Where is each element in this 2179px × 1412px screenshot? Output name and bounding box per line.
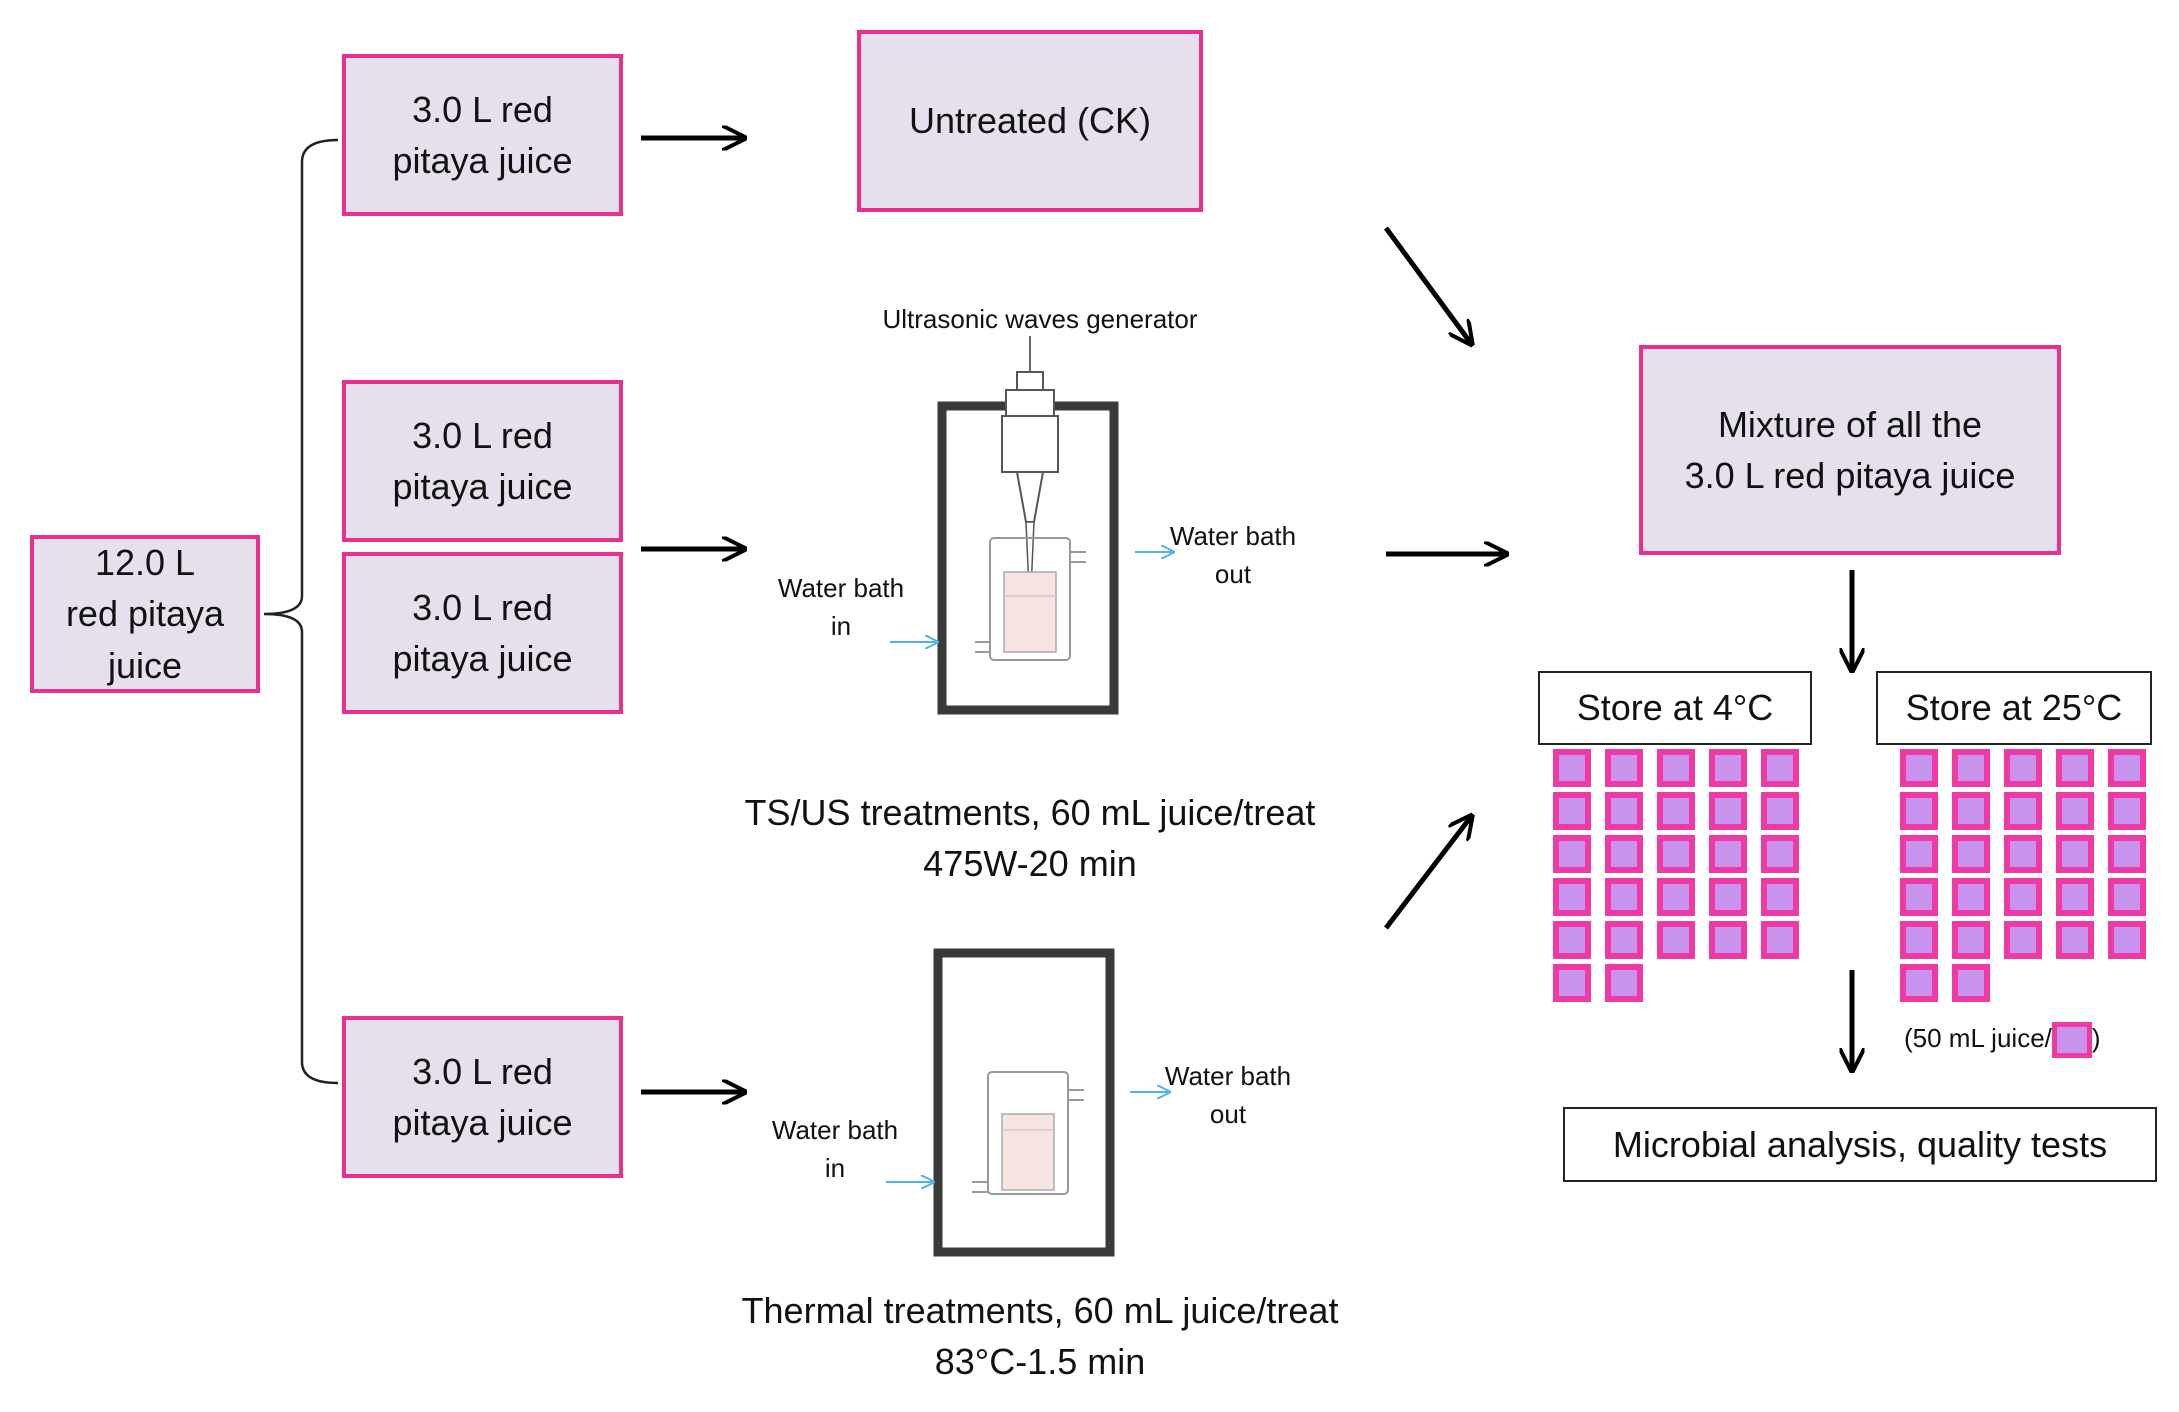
thermal-caption: Thermal treatments, 60 mL juice/treat 83…	[741, 1290, 1339, 1383]
sample-container	[2056, 835, 2094, 873]
sample-container	[1657, 835, 1695, 873]
sample-container	[1605, 921, 1643, 959]
sample-container	[2108, 878, 2146, 916]
sample-container	[1553, 921, 1591, 959]
sample-container	[1605, 835, 1643, 873]
sample-container	[1952, 878, 1990, 916]
sample-container	[2056, 749, 2094, 787]
sample-container	[2004, 921, 2042, 959]
thermal-water-out-label: Water bath out	[1164, 1061, 1292, 1129]
arrow-untreated-to-mixture	[1383, 226, 1470, 342]
sample-container	[1761, 749, 1799, 787]
ultrasonic-water-out-label: Water bath out	[1169, 521, 1297, 589]
analysis-box: Microbial analysis, quality tests	[1563, 1107, 2157, 1182]
sample-container	[2056, 878, 2094, 916]
thermal-water-in-label: Water bath in	[771, 1115, 899, 1183]
portion-box-ultrasonic-1: 3.0 L red pitaya juice	[342, 380, 623, 542]
sample-container	[1657, 921, 1695, 959]
sample-container	[2108, 792, 2146, 830]
sample-container	[1900, 964, 1938, 1002]
sample-container	[1553, 835, 1591, 873]
sample-container	[1952, 921, 1990, 959]
sample-container	[1709, 878, 1747, 916]
sample-container	[1553, 878, 1591, 916]
portion-box-untreated: 3.0 L red pitaya juice	[342, 54, 623, 216]
sample-container	[1553, 749, 1591, 787]
sample-container	[1761, 792, 1799, 830]
sample-container	[2004, 835, 2042, 873]
source-juice-box: 12.0 L red pitaya juice	[30, 535, 260, 693]
sample-container	[1900, 921, 1938, 959]
sample-container	[2108, 921, 2146, 959]
untreated-box: Untreated (CK)	[857, 30, 1203, 212]
sample-container	[1605, 792, 1643, 830]
ultrasonic-water-in-label: Water bath in	[777, 573, 905, 641]
sample-container	[1657, 749, 1695, 787]
sample-container	[1605, 749, 1643, 787]
sample-container	[1709, 749, 1747, 787]
split-bracket	[263, 138, 339, 1085]
sample-container	[1952, 835, 1990, 873]
sample-container	[1952, 749, 1990, 787]
store-4c-box: Store at 4°C	[1538, 671, 1812, 745]
sample-container	[1900, 792, 1938, 830]
sample-note: (50 mL juice/)	[1904, 1022, 2101, 1058]
sample-container	[1709, 921, 1747, 959]
sample-container	[1900, 878, 1938, 916]
portion-box-ultrasonic-2: 3.0 L red pitaya juice	[342, 552, 623, 714]
sample-container-icon	[2051, 1022, 2092, 1058]
sample-container	[1553, 964, 1591, 1002]
sample-container	[1657, 878, 1695, 916]
sample-note-suffix: )	[2091, 1022, 2101, 1053]
portion-box-thermal: 3.0 L red pitaya juice	[342, 1016, 623, 1178]
ultrasonic-caption: TS/US treatments, 60 mL juice/treat 475W…	[744, 792, 1316, 885]
sample-container	[2108, 835, 2146, 873]
thermal-apparatus	[933, 948, 1115, 1257]
sample-container	[1952, 792, 1990, 830]
sample-container	[2108, 749, 2146, 787]
sample-container	[2004, 878, 2042, 916]
sample-container	[1952, 964, 1990, 1002]
sample-container	[1900, 749, 1938, 787]
sample-container	[2004, 749, 2042, 787]
sample-container	[1605, 878, 1643, 916]
sample-container	[2056, 921, 2094, 959]
sample-container	[1761, 835, 1799, 873]
sample-container	[1709, 792, 1747, 830]
sample-container	[2056, 792, 2094, 830]
sample-container	[1761, 921, 1799, 959]
sample-container	[1761, 878, 1799, 916]
sample-container	[2004, 792, 2042, 830]
mixture-box: Mixture of all the 3.0 L red pitaya juic…	[1639, 345, 2061, 555]
sample-container	[1605, 964, 1643, 1002]
sample-container	[1709, 835, 1747, 873]
sample-note-prefix: (50 mL juice/	[1904, 1022, 2052, 1053]
ultrasonic-generator-label: Ultrasonic waves generator	[882, 304, 1198, 334]
sample-container	[1657, 792, 1695, 830]
sample-container	[1900, 835, 1938, 873]
ultrasonic-apparatus	[937, 336, 1119, 715]
arrow-thermal-to-mixture	[1384, 818, 1470, 930]
sample-container	[1553, 792, 1591, 830]
store-25c-box: Store at 25°C	[1876, 671, 2152, 745]
